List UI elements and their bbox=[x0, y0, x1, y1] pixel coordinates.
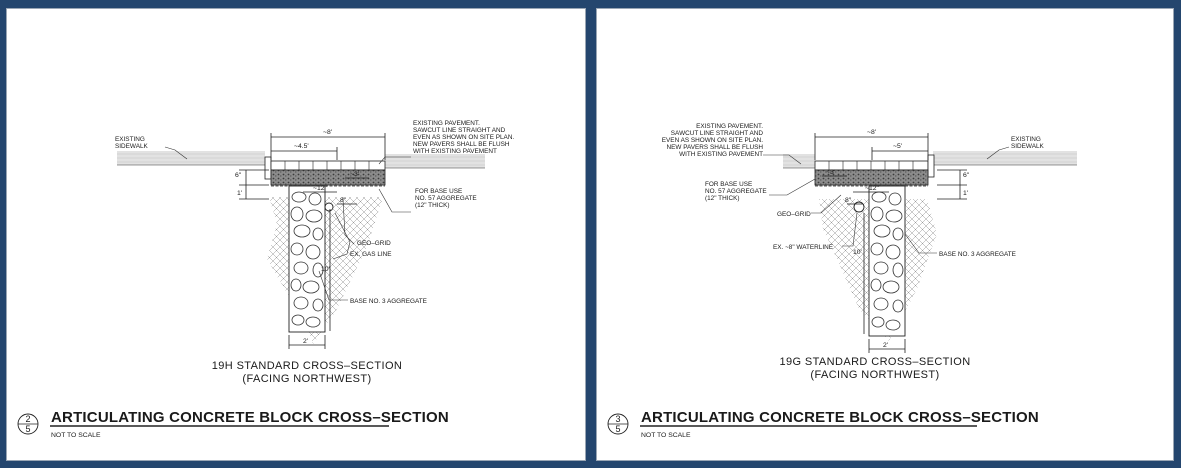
dim-six: 6" bbox=[235, 172, 242, 179]
pavement-note-3: EVEN AS SHOWN ON SITE PLAN. bbox=[413, 134, 514, 141]
existing-sidewalk-label-1: EXISTING bbox=[115, 136, 145, 143]
existing-sidewalk-label-2: SIDEWALK bbox=[1011, 143, 1045, 150]
base-aggregate-label: BASE NO. 3 AGGREGATE bbox=[939, 251, 1016, 258]
curb bbox=[264, 156, 272, 180]
scale-note: NOT TO SCALE bbox=[51, 432, 101, 439]
drawing-sheet-right: EXISTING SIDEWALK EXISTING PAVEMENT. SAW… bbox=[596, 8, 1174, 461]
dim-overall: ~8' bbox=[867, 129, 876, 136]
caption-line-2: (FACING NORTHWEST) bbox=[810, 369, 939, 381]
dim-third: ~3' bbox=[350, 171, 359, 178]
no3-aggregate-stones bbox=[870, 191, 904, 331]
concrete-block-pavers bbox=[270, 160, 386, 171]
pavement-note-1: EXISTING PAVEMENT. bbox=[696, 123, 763, 130]
pavement-note-2: SAWCUT LINE STRAIGHT AND bbox=[671, 130, 764, 137]
existing-sidewalk-label-2: SIDEWALK bbox=[115, 143, 149, 150]
sheet-number: 5 bbox=[615, 424, 620, 434]
dim-eight: 8" bbox=[340, 197, 347, 204]
caption-line-1: 19H STANDARD CROSS–SECTION bbox=[212, 360, 403, 372]
existing-sidewalk-label-1: EXISTING bbox=[1011, 136, 1041, 143]
detail-title: ARTICULATING CONCRETE BLOCK CROSS–SECTIO… bbox=[51, 409, 449, 426]
base-aggregate-label: BASE NO. 3 AGGREGATE bbox=[350, 298, 427, 305]
pavement-note-1: EXISTING PAVEMENT. bbox=[413, 120, 480, 127]
no3-aggregate-stones bbox=[290, 191, 324, 328]
base-note-3: (12" THICK) bbox=[415, 202, 449, 209]
no57-aggregate-base bbox=[814, 169, 929, 186]
pavement-note-4: NEW PAVERS SHALL BE FLUSH bbox=[667, 144, 764, 151]
dim-ten: 10' bbox=[853, 249, 862, 256]
no57-aggregate-base bbox=[270, 169, 386, 186]
dim-twelve: ~12" bbox=[865, 185, 880, 192]
base-note-1: FOR BASE USE bbox=[705, 181, 752, 188]
scale-note: NOT TO SCALE bbox=[641, 432, 691, 439]
pavement-note-5: WITH EXISTING PAVEMENT bbox=[413, 148, 497, 155]
dim-six: 6" bbox=[963, 172, 970, 179]
trench bbox=[868, 185, 906, 337]
cross-section-19g: EXISTING SIDEWALK EXISTING PAVEMENT. SAW… bbox=[607, 123, 1077, 439]
dim-twelve: ~12" bbox=[313, 185, 328, 192]
trench bbox=[288, 185, 326, 333]
utility-label: EX. GAS LINE bbox=[350, 251, 392, 258]
dim-one: 1' bbox=[237, 190, 242, 197]
pavement-note-3: EVEN AS SHOWN ON SITE PLAN. bbox=[662, 137, 763, 144]
caption-line-2: (FACING NORTHWEST) bbox=[242, 373, 371, 385]
pavement-note-2: SAWCUT LINE STRAIGHT AND bbox=[413, 127, 506, 134]
dim-ten: 10' bbox=[321, 266, 330, 273]
dim-eight: 8" bbox=[845, 197, 852, 204]
base-note-3: (12" THICK) bbox=[705, 195, 739, 202]
utility-label: EX. ~8" WATERLINE bbox=[773, 244, 833, 251]
gas-line-pipe bbox=[324, 202, 334, 212]
detail-number: 3 bbox=[615, 414, 620, 424]
base-note-1: FOR BASE USE bbox=[415, 188, 462, 195]
detail-title: ARTICULATING CONCRETE BLOCK CROSS–SECTIO… bbox=[641, 409, 1039, 426]
pavement-note-5: WITH EXISTING PAVEMENT bbox=[679, 151, 763, 158]
dim-overall: ~8' bbox=[323, 129, 332, 136]
base-note-2: NO. 57 AGGREGATE bbox=[415, 195, 477, 202]
drawing-sheet-left: EXISTING SIDEWALK EXISTING PAVEMENT. SAW… bbox=[6, 8, 586, 461]
dim-inner: ~4.5' bbox=[294, 143, 309, 150]
pavement-note-4: NEW PAVERS SHALL BE FLUSH bbox=[413, 141, 510, 148]
dim-inner: ~5' bbox=[893, 143, 902, 150]
geo-grid-label: GEO–GRID bbox=[777, 211, 811, 218]
detail-number: 2 bbox=[25, 414, 30, 424]
dim-two: 2' bbox=[883, 342, 888, 349]
waterline-pipe bbox=[853, 201, 865, 213]
cross-section-19h: EXISTING SIDEWALK EXISTING PAVEMENT. SAW… bbox=[17, 120, 514, 439]
dim-third: ~3' bbox=[826, 169, 835, 176]
sheet-number: 5 bbox=[25, 424, 30, 434]
base-note-2: NO. 57 AGGREGATE bbox=[705, 188, 767, 195]
caption-line-1: 19G STANDARD CROSS–SECTION bbox=[779, 356, 970, 368]
dim-two: 2' bbox=[303, 338, 308, 345]
geo-grid-label: GEO–GRID bbox=[357, 240, 391, 247]
dim-one: 1' bbox=[963, 190, 968, 197]
curb bbox=[927, 154, 935, 178]
